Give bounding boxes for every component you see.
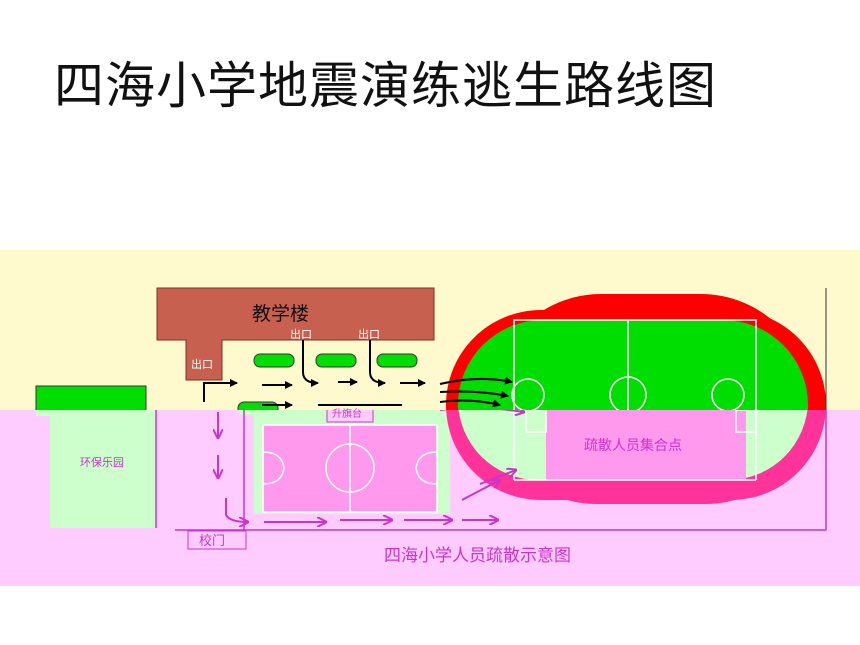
bench — [376, 353, 418, 368]
exit-label: 出口 — [290, 327, 312, 341]
school-gate — [187, 530, 247, 550]
assembly-label: 疏散人员集合点 — [584, 437, 682, 454]
building-label: 教学楼 — [252, 303, 309, 325]
route-lines — [203, 340, 513, 409]
evacuation-map: 教学楼 出口 出口 出口 环保乐园 升旗台 疏散人员集合点 校门 四海小学人员疏… — [0, 250, 860, 586]
teaching-building — [156, 287, 435, 381]
sports-field — [446, 294, 826, 410]
bench — [315, 353, 357, 368]
flag-stage-label: 升旗台 — [332, 407, 362, 420]
slide-title: 四海小学地震演练逃生路线图 — [54, 57, 717, 115]
gate-label: 校门 — [199, 533, 225, 549]
sports-field-lower — [446, 410, 826, 504]
exit-label: 出口 — [358, 327, 380, 341]
garden-label: 环保乐园 — [80, 455, 124, 469]
route-arrows — [218, 410, 524, 522]
flag-stage — [326, 410, 374, 423]
assembly-zone — [546, 410, 746, 480]
garden — [50, 410, 156, 528]
bench — [253, 353, 295, 368]
exit-label: 出口 — [191, 357, 213, 371]
garden-top — [35, 385, 147, 410]
diagram-caption: 四海小学人员疏散示意图 — [384, 546, 571, 566]
